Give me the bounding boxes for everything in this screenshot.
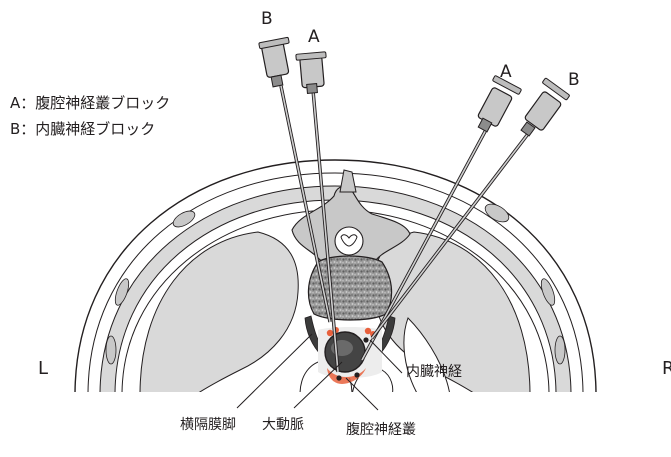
label-splanchnic-nerve: 内臓神経 <box>406 364 462 380</box>
label-aorta: 大動脈 <box>262 417 304 433</box>
label-celiac-plexus: 腹腔神経叢 <box>346 421 416 438</box>
needle-label-left-a: A <box>308 27 320 47</box>
needle-label-right-a: A <box>500 62 512 82</box>
vertebral-body <box>308 256 391 320</box>
side-label-left: L <box>38 358 48 379</box>
label-crus: 横隔膜脚 <box>180 417 236 433</box>
legend-line-a: A：腹腔神経叢ブロック <box>10 94 170 112</box>
needle-label-right-b: B <box>568 70 580 90</box>
needle-label-left-b: B <box>261 9 273 29</box>
legend-line-b: B：内臓神経ブロック <box>10 120 155 138</box>
splanchnic-nerve-left <box>327 330 333 336</box>
side-label-right: R <box>662 358 671 379</box>
